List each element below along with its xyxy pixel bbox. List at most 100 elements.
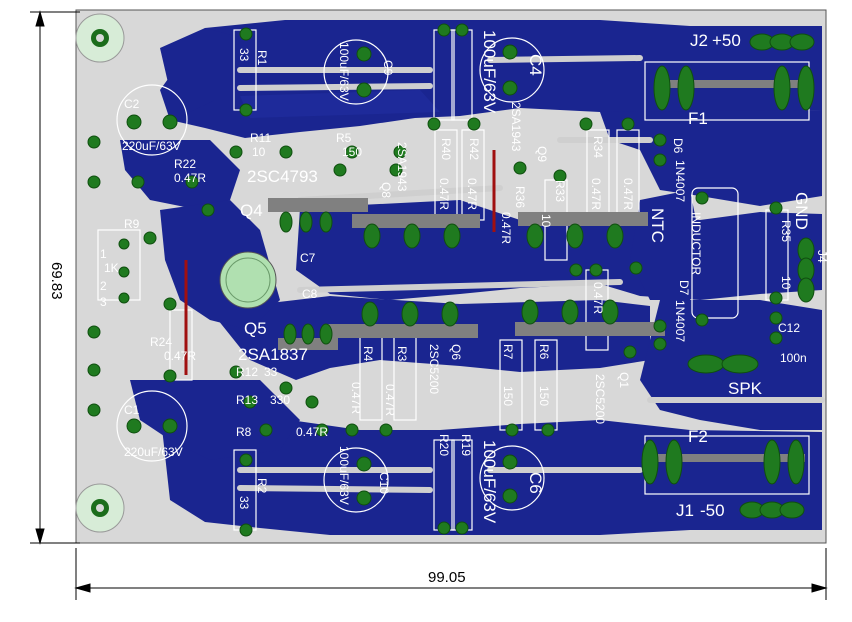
label-c2-value: 220uF/63V	[122, 139, 181, 153]
label-r34: R34	[591, 136, 605, 158]
label-r34b-value: 0.47R	[591, 282, 605, 314]
label-q9-ref: Q9	[535, 146, 549, 162]
label-r2-value: 33	[237, 496, 251, 510]
label-pot-pin1: 1	[100, 247, 107, 261]
label-inductor: INDUCTOR	[689, 212, 703, 275]
label-pot-pin3: 3	[100, 295, 107, 309]
label-c1-value: 220uF/63V	[124, 445, 183, 459]
label-c1-ref: C1	[124, 403, 140, 417]
label-q4-part: 2SC4793	[247, 167, 318, 186]
rotated-labels: R1 R2 33 33 100uF/63V C9 100uF/63V C4 10…	[237, 30, 829, 524]
label-r9: R9	[124, 217, 140, 231]
label-r3: R3	[395, 346, 409, 362]
component-bodies	[268, 80, 805, 462]
label-q9-part: 2SA1943	[509, 102, 523, 152]
label-pot-pin2: 2	[100, 279, 107, 293]
label-q5-part: 2SA1837	[238, 345, 308, 364]
label-q4-ref: Q4	[240, 201, 263, 220]
label-r36: R36	[513, 186, 527, 208]
label-gnd: GND	[792, 192, 811, 230]
label-c7: C7	[300, 251, 316, 265]
label-c12: C12	[778, 321, 800, 335]
label-r3-value: 0.47R	[383, 384, 397, 416]
label-d6-part: 1N4007	[673, 160, 687, 202]
label-q1-part: 2SC5200	[593, 374, 607, 424]
jumper-wires	[184, 150, 496, 375]
label-q8-ref: Q8	[379, 182, 393, 198]
label-q5-ref: Q5	[244, 319, 267, 338]
dimension-height-label: 69.83	[48, 262, 65, 300]
label-r44-value: 0.47R	[621, 178, 635, 210]
label-ntc: NTC	[648, 208, 667, 243]
label-r20: R20	[437, 434, 451, 456]
label-c6-ref: C6	[526, 472, 545, 494]
label-d7-ref: D7	[677, 280, 691, 296]
label-r11: R11	[250, 131, 271, 145]
label-j2-voltage: +50	[712, 31, 741, 50]
silkscreen-labels: C2 220uF/63V C1 220uF/63V 2SC4793 Q4 Q5 …	[100, 31, 807, 520]
label-r34-value: 0.47R	[589, 178, 603, 210]
label-r2: R2	[255, 478, 269, 494]
label-r5: R5	[336, 131, 352, 145]
ntc-thermistor	[219, 251, 277, 309]
label-c2-ref: C2	[124, 97, 140, 111]
label-r9-value: 1K	[104, 261, 119, 275]
label-q6-ref: Q6	[449, 344, 463, 360]
label-c10-ref: C10	[377, 472, 391, 494]
label-c9-value: 100uF/63V	[337, 42, 351, 101]
label-c6-value: 100uF/63V	[480, 440, 499, 524]
label-r7-value: 150	[501, 386, 515, 406]
label-c4-ref: C4	[526, 54, 545, 76]
dimension-width-label: 99.05	[428, 569, 466, 586]
label-r24-value: 0.47R	[164, 349, 196, 363]
label-r19: R19	[459, 434, 473, 456]
trace-gaps	[237, 55, 825, 493]
label-r42: R42	[467, 138, 481, 160]
label-r12-value: 33	[264, 365, 278, 379]
label-r35-value: 10	[779, 276, 793, 290]
label-r40: R40	[439, 138, 453, 160]
label-f1: F1	[688, 109, 708, 128]
label-q1-ref: Q1	[617, 372, 631, 388]
label-c9-ref: C9	[381, 60, 395, 76]
label-d6-ref: D6	[671, 138, 685, 154]
label-r22-value: 0.47R	[174, 171, 206, 185]
label-d7-part: 1N4007	[673, 300, 687, 342]
label-r22: R22	[174, 157, 196, 171]
label-r42-value: 0.47R	[465, 178, 479, 210]
label-q8-part: 2SA1943	[395, 142, 409, 192]
pads	[87, 23, 815, 537]
label-r8-value: 0.47R	[296, 425, 328, 439]
label-r40-value: 0.47R	[437, 178, 451, 210]
label-r13: R13	[236, 393, 258, 407]
label-j4: J4	[815, 250, 829, 263]
label-r6-value: 150	[537, 386, 551, 406]
label-j1-voltage: -50	[700, 501, 725, 520]
label-r24: R24	[150, 335, 172, 349]
label-r1-value: 33	[237, 48, 251, 62]
label-c10-value: 100uF/63V	[337, 446, 351, 505]
label-r6: R6	[537, 344, 551, 360]
label-r36-value: 0.47R	[499, 212, 513, 244]
label-r11-value: 10	[252, 145, 266, 159]
label-c4-value: 100uF/63V	[480, 30, 499, 114]
label-r8: R8	[236, 425, 252, 439]
label-r1: R1	[255, 50, 269, 66]
label-r35: R35	[779, 220, 793, 242]
label-j2: J2	[690, 31, 708, 50]
label-r13-value: 330	[270, 393, 290, 407]
label-r33: R33	[553, 180, 567, 202]
label-r4-value: 0.47R	[349, 382, 363, 414]
label-c12-value: 100n	[780, 351, 807, 365]
label-r33-value: 10	[539, 214, 553, 228]
dimension-lines	[30, 10, 828, 600]
label-r12: R12	[236, 365, 258, 379]
mounting-holes	[75, 13, 125, 533]
label-spk: SPK	[728, 379, 763, 398]
label-f2: F2	[688, 427, 708, 446]
label-r4: R4	[361, 346, 375, 362]
label-j1: J1	[676, 501, 694, 520]
label-c8: C8	[302, 287, 318, 301]
